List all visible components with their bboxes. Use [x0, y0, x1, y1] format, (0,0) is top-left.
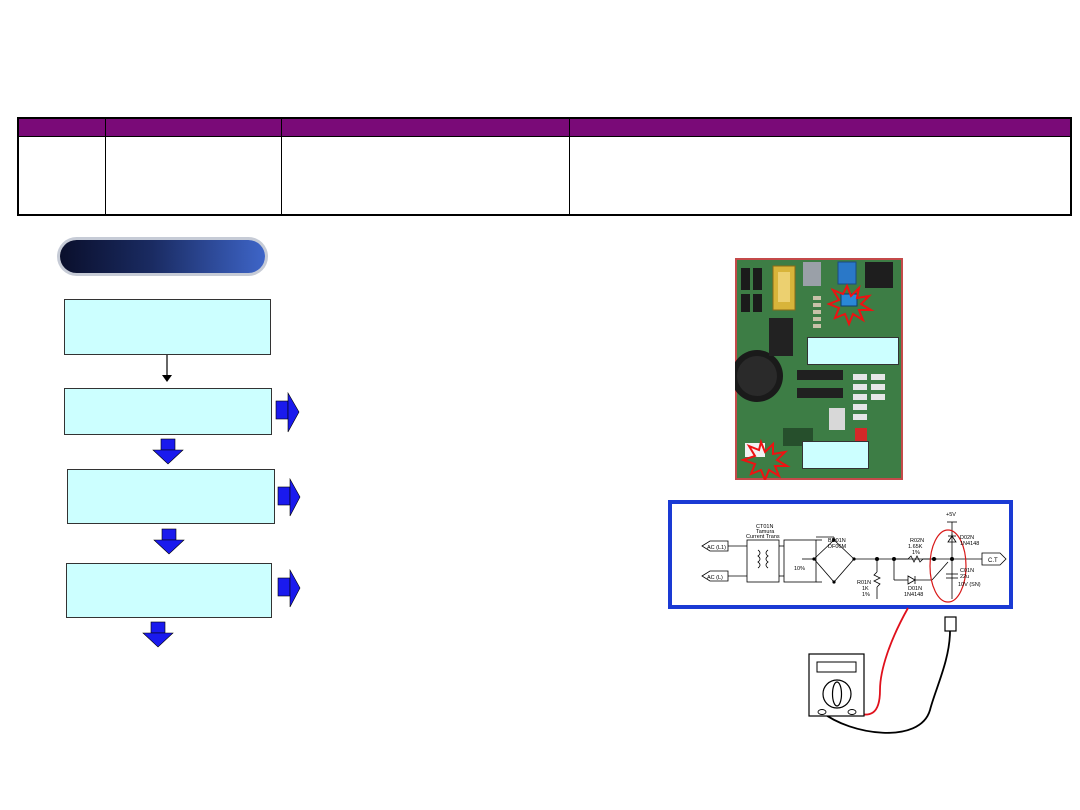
multimeter-dial — [822, 679, 852, 709]
label-d01n-part: 1N4148 — [904, 592, 923, 598]
multimeter-display — [816, 661, 857, 673]
label-r02n-value: 1.65K — [908, 544, 923, 550]
flow-arrow-thin — [162, 375, 172, 382]
label-supply: +5V — [946, 512, 956, 518]
flow-step-4 — [66, 563, 272, 618]
label-r01n-tol: 1% — [862, 592, 870, 598]
info-table — [17, 117, 1072, 216]
label-ct01n: CT01N — [756, 524, 773, 530]
ct-output-tag — [981, 552, 1007, 566]
label-ac-input-2: AC (L) — [707, 575, 723, 581]
side-arrow-1 — [275, 391, 300, 433]
side-arrow-3 — [277, 568, 301, 608]
section-badge — [60, 240, 265, 273]
label-r01n: R01N — [857, 580, 871, 586]
label-bd01n: BD01N — [828, 538, 846, 544]
circuit-schematic: AC (L1) AC (L) CT01N Tamura Current Tran… — [668, 500, 1013, 609]
schematic-drawing: AC (L1) AC (L) CT01N Tamura Current Tran… — [701, 512, 1007, 603]
label-ct-desc-1: Tamura — [756, 529, 775, 535]
label-r01n-value: 1K — [862, 586, 869, 592]
multimeter-jack-right — [847, 709, 857, 715]
label-d02n-part: 1N4148 — [960, 541, 979, 547]
label-c01n-value: 22u — [960, 574, 969, 580]
flow-step-1 — [64, 299, 271, 355]
photo-label-top — [807, 337, 899, 365]
photo-label-bottom — [802, 441, 869, 469]
label-d01n: D01N — [908, 586, 922, 592]
multimeter-jack-left — [817, 709, 827, 715]
black-probe-lead — [821, 630, 951, 734]
starburst-bottom — [739, 438, 791, 480]
flow-down-arrow-1 — [152, 438, 184, 465]
label-c01n-rating: 10V (SN) — [958, 582, 981, 588]
label-c01n: C01N — [960, 568, 974, 574]
measurement-highlight — [929, 529, 967, 603]
label-bd01n-part: DF06M — [828, 544, 846, 550]
test-point — [944, 616, 957, 632]
current-transformer — [746, 539, 780, 583]
flow-down-arrow-2 — [153, 528, 185, 555]
label-ct-desc-2: Current Trans — [746, 534, 780, 540]
label-r02n-tol: 1% — [912, 550, 920, 556]
flow-step-2 — [64, 388, 272, 435]
red-probe-lead — [851, 607, 909, 716]
label-r02n: R02N — [910, 538, 924, 544]
starburst-top — [826, 283, 875, 327]
side-arrow-2 — [277, 477, 301, 517]
label-ac-input-1: AC (L1) — [707, 545, 726, 551]
label-ratio: 10% — [794, 566, 805, 572]
label-ct-output: C.T — [988, 558, 998, 564]
label-d02n: D02N — [960, 535, 974, 541]
flow-down-arrow-3 — [142, 621, 174, 648]
flow-step-3 — [67, 469, 275, 524]
